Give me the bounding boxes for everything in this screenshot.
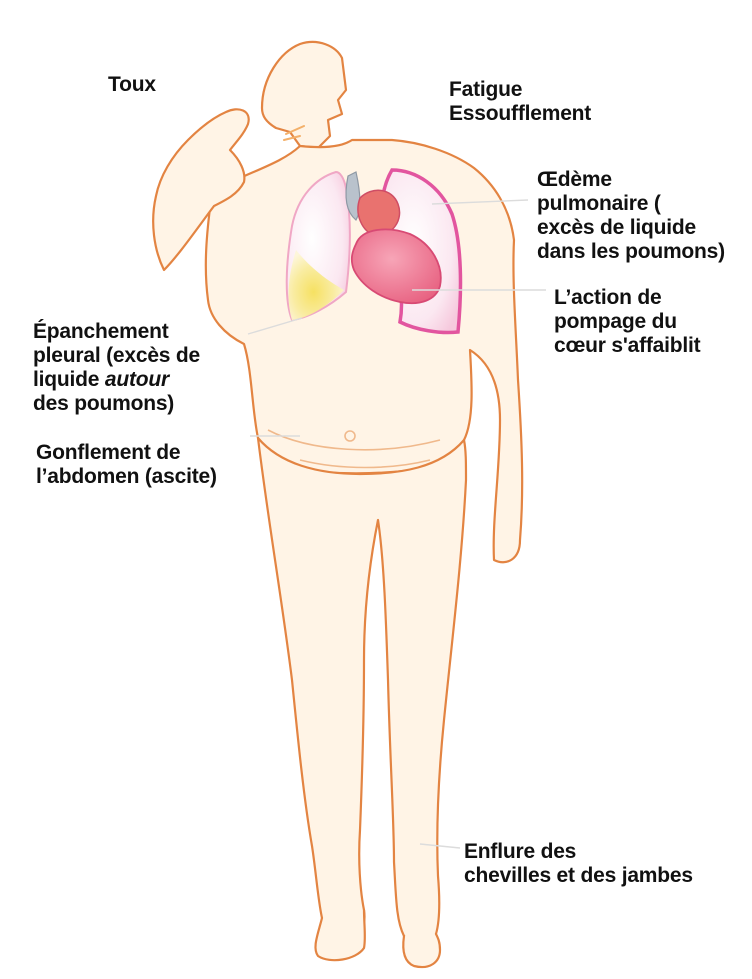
legs-outline: [258, 438, 466, 946]
label-oedeme-line2: pulmonaire (: [537, 192, 725, 216]
label-enflure-line1: Enflure des: [464, 840, 693, 864]
label-action-line1: L’action de: [554, 286, 700, 310]
label-epanchement-line3: liquide autour: [33, 368, 200, 392]
label-enflure-line2: chevilles et des jambes: [464, 864, 693, 888]
label-gonflement-line1: Gonflement de: [36, 441, 217, 465]
label-epanchement-line3a: liquide: [33, 368, 105, 391]
label-fatigue: Fatigue Essoufflement: [449, 78, 591, 126]
label-cough: Toux: [108, 73, 156, 97]
label-oedeme-line1: Œdème: [537, 168, 725, 192]
label-oedeme-line4: dans les poumons): [537, 240, 725, 264]
label-action-line2: pompage du: [554, 310, 700, 334]
label-cough-text: Toux: [108, 73, 156, 97]
label-gonflement-line2: l’abdomen (ascite): [36, 465, 217, 489]
label-oedeme-line3: excès de liquide: [537, 216, 725, 240]
label-epanchement-line4: des poumons): [33, 392, 200, 416]
label-epanchement-line2: pleural (excès de: [33, 344, 200, 368]
label-fatigue-line1: Fatigue: [449, 78, 591, 102]
label-action-line3: cœur s'affaiblit: [554, 334, 700, 358]
label-ascites: Gonflement de l’abdomen (ascite): [36, 441, 217, 489]
label-epanchement-line3b: autour: [105, 368, 169, 391]
label-epanchement-line1: Épanchement: [33, 320, 200, 344]
label-pleural-effusion: Épanchement pleural (excès de liquide au…: [33, 320, 200, 416]
label-pulmonary-edema: Œdème pulmonaire ( excès de liquide dans…: [537, 168, 725, 264]
left-foot-outline: [315, 910, 364, 960]
label-leg-swelling: Enflure des chevilles et des jambes: [464, 840, 693, 888]
head-outline: [262, 42, 346, 148]
label-fatigue-line2: Essoufflement: [449, 102, 591, 126]
label-heart-pumping: L’action de pompage du cœur s'affaiblit: [554, 286, 700, 358]
right-foot-outline: [403, 934, 440, 967]
